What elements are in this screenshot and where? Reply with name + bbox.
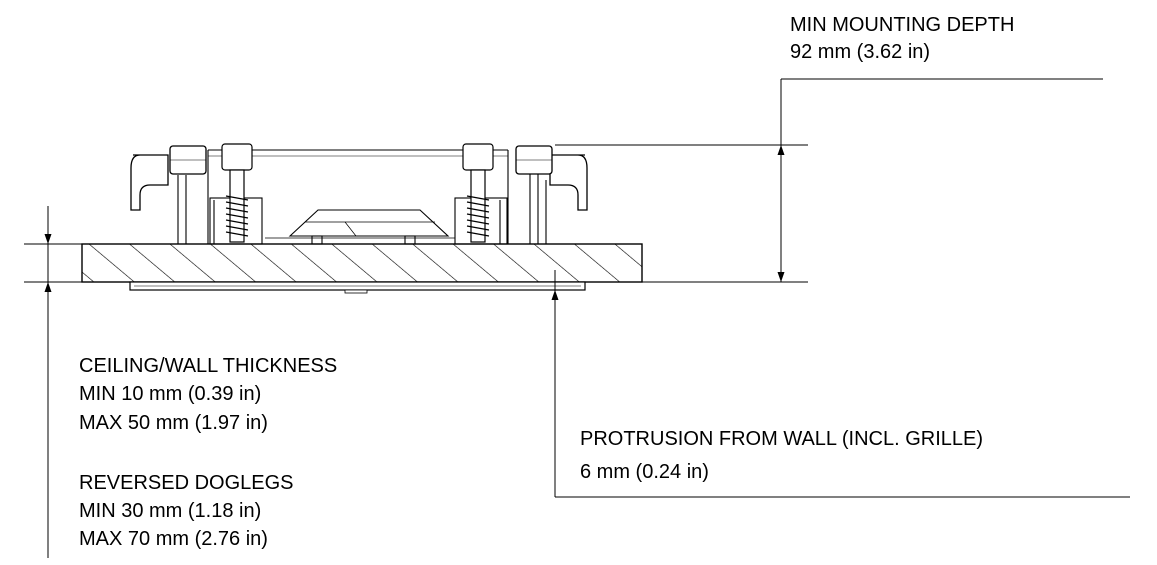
mounting-depth-value: 92 mm (3.62 in) [790,41,931,63]
screw-right [462,143,494,243]
dogleg-left [130,145,207,211]
thickness-title: CEILING/WALL THICKNESS [79,355,338,377]
protrusion-title: PROTRUSION FROM WALL (INCL. GRILLE) [580,428,984,450]
doglegs-min: MIN 30 mm (1.18 in) [79,500,262,522]
thickness-min: MIN 10 mm (0.39 in) [79,383,262,405]
thickness-max: MAX 50 mm (1.97 in) [79,412,268,434]
mounting-depth-title: MIN MOUNTING DEPTH [790,14,1015,36]
speaker-body [177,149,547,245]
grille [129,281,586,294]
mounting-depth-dimension [555,78,1103,283]
dogleg-right [515,145,588,211]
screw-left [221,143,253,243]
protrusion-value: 6 mm (0.24 in) [580,461,709,483]
doglegs-max: MAX 70 mm (2.76 in) [79,528,268,550]
doglegs-title: REVERSED DOGLEGS [79,472,294,494]
wall-section [81,243,643,283]
wall-thickness-dimension [24,206,82,558]
protrusion-dimension [551,270,1130,498]
